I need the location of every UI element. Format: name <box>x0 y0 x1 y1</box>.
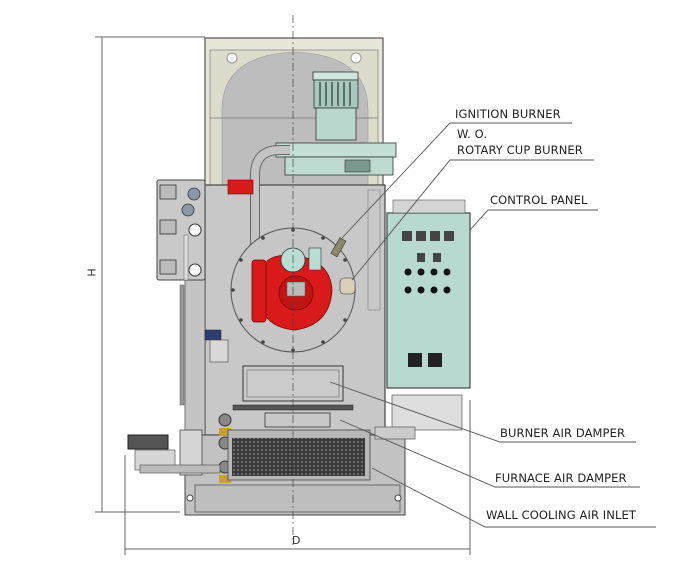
height-label: H <box>85 268 99 277</box>
wall-cooling-grille <box>227 429 371 481</box>
pump-unit <box>127 429 221 476</box>
leader-lines <box>329 122 656 528</box>
callout-wo-line1: W. O. <box>457 127 488 141</box>
height-dimension <box>95 36 205 513</box>
callout-control-panel: CONTROL PANEL <box>490 193 588 207</box>
depth-dimension <box>124 400 471 555</box>
air-duct-pipe <box>250 145 290 265</box>
callout-burner-air-damper: BURNER AIR DAMPER <box>500 426 626 440</box>
red-junction-box <box>227 179 254 195</box>
callout-wall-cooling-air-inlet: WALL COOLING AIR INLET <box>486 508 636 522</box>
depth-label: D <box>292 534 301 547</box>
rotary-cup-burner <box>251 247 333 331</box>
ignition-burner-part <box>330 237 356 295</box>
gauge-panel <box>156 179 206 281</box>
control-panel-part <box>374 199 471 440</box>
furnace-air-damper-part <box>264 412 331 428</box>
fan-motor <box>275 71 397 176</box>
callout-ignition-burner: IGNITION BURNER <box>455 107 561 121</box>
callout-rotary-cup-burner: ROTARY CUP BURNER <box>457 143 583 157</box>
callout-furnace-air-damper: FURNACE AIR DAMPER <box>495 471 627 485</box>
